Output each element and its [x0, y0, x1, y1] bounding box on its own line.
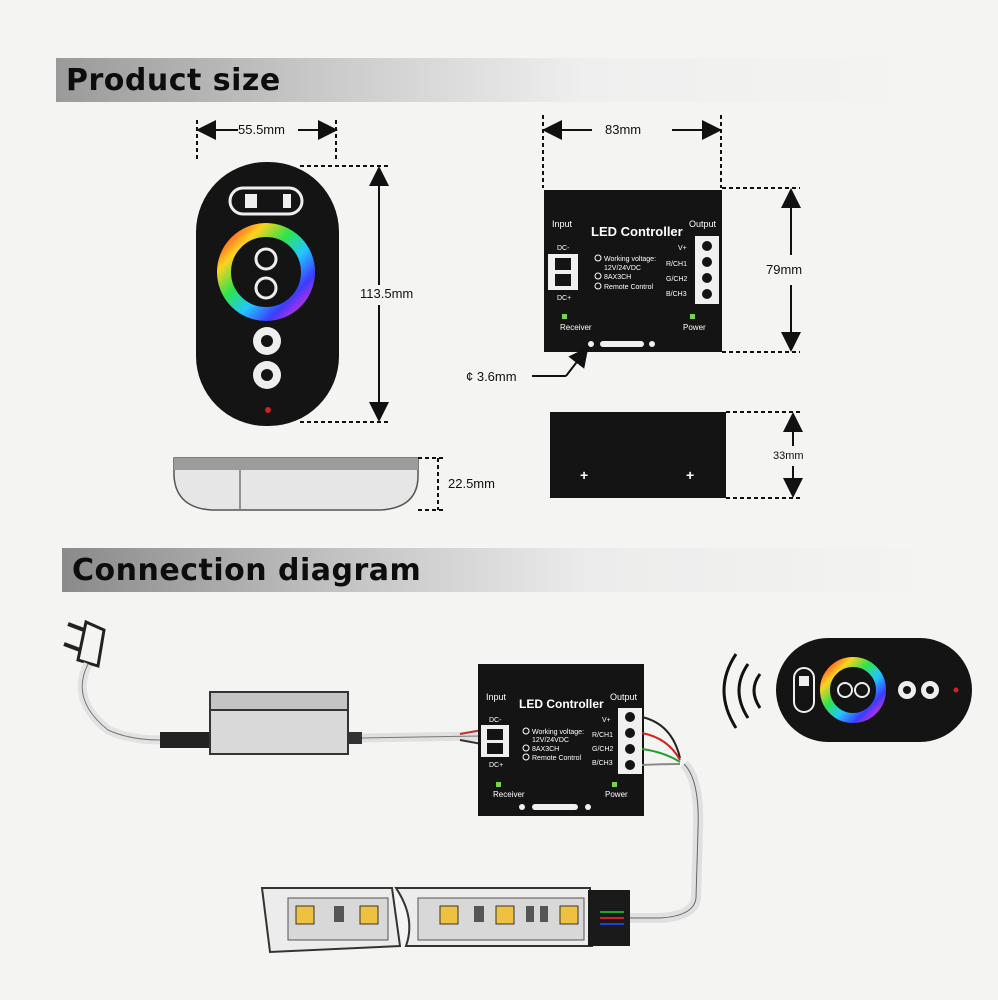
- svg-text:Output: Output: [689, 219, 717, 229]
- svg-text:DC+: DC+: [557, 295, 571, 302]
- svg-text:G/CH2: G/CH2: [592, 746, 614, 753]
- ac-connector: [160, 732, 210, 748]
- power-supply: [209, 691, 362, 755]
- color-wheel-icon: [217, 223, 315, 321]
- svg-text:Receiver: Receiver: [560, 323, 592, 332]
- svg-text:LED Controller: LED Controller: [519, 697, 604, 711]
- remote-depth-label: 22.5mm: [448, 476, 495, 491]
- svg-text:+: +: [686, 467, 694, 483]
- svg-text:12V/24VDC: 12V/24VDC: [532, 737, 569, 744]
- power-switch-icon: [228, 186, 304, 216]
- remote-horizontal: [776, 638, 972, 742]
- controller-side: + +: [550, 412, 726, 498]
- svg-text:8AX3CH: 8AX3CH: [532, 746, 559, 753]
- svg-text:8AX3CH: 8AX3CH: [604, 274, 631, 281]
- power-plug-icon: [63, 619, 106, 668]
- hole-diameter-label: ¢ 3.6mm: [466, 369, 517, 384]
- product-size-header: Product size: [56, 58, 936, 102]
- svg-text:Output: Output: [610, 692, 638, 702]
- remote-side: [173, 457, 419, 511]
- controller-depth-label: 33mm: [773, 450, 804, 462]
- svg-text:Input: Input: [486, 692, 507, 702]
- svg-text:+: +: [580, 467, 588, 483]
- svg-text:12V/24VDC: 12V/24VDC: [604, 265, 641, 272]
- svg-text:DC+: DC+: [489, 762, 503, 769]
- svg-text:DC-: DC-: [489, 717, 502, 724]
- controller-width-label: 83mm: [605, 122, 642, 137]
- svg-text:G/CH2: G/CH2: [666, 276, 688, 283]
- controller-height-label: 79mm: [766, 262, 803, 277]
- svg-text:V+: V+: [678, 245, 687, 252]
- svg-text:V+: V+: [602, 717, 611, 724]
- led-strip: [260, 887, 630, 954]
- svg-text:Working voltage:: Working voltage:: [604, 256, 656, 263]
- output-wires: [641, 716, 681, 766]
- remote-front: [196, 162, 339, 426]
- ac-cord: [77, 661, 161, 745]
- controller-connection: Input LED Controller Output DC- DC+ Work…: [478, 664, 644, 816]
- svg-text:Power: Power: [683, 323, 706, 332]
- svg-text:Remote Control: Remote Control: [604, 284, 653, 291]
- svg-text:LED Controller: LED Controller: [591, 224, 683, 239]
- remote-height-label: 113.5mm: [360, 286, 414, 301]
- svg-text:Working voltage:: Working voltage:: [532, 729, 584, 736]
- remote-dimensions: [196, 120, 446, 511]
- connection-diagram-header: Connection diagram: [62, 548, 942, 592]
- wireless-signal-icon: [722, 653, 762, 729]
- remote-width-label: 55.5mm: [238, 122, 285, 137]
- svg-text:R/CH1: R/CH1: [592, 732, 613, 739]
- controller-top: Input LED Controller Output DC- DC+ Work…: [544, 190, 722, 352]
- svg-text:B/CH3: B/CH3: [666, 291, 687, 298]
- svg-text:Receiver: Receiver: [493, 790, 525, 799]
- svg-text:R/CH1: R/CH1: [666, 261, 687, 268]
- controller-dimensions: [532, 115, 803, 499]
- svg-text:DC-: DC-: [557, 245, 570, 252]
- svg-text:B/CH3: B/CH3: [592, 760, 613, 767]
- svg-text:Remote Control: Remote Control: [532, 755, 581, 762]
- svg-text:Power: Power: [605, 790, 628, 799]
- svg-text:Input: Input: [552, 219, 573, 229]
